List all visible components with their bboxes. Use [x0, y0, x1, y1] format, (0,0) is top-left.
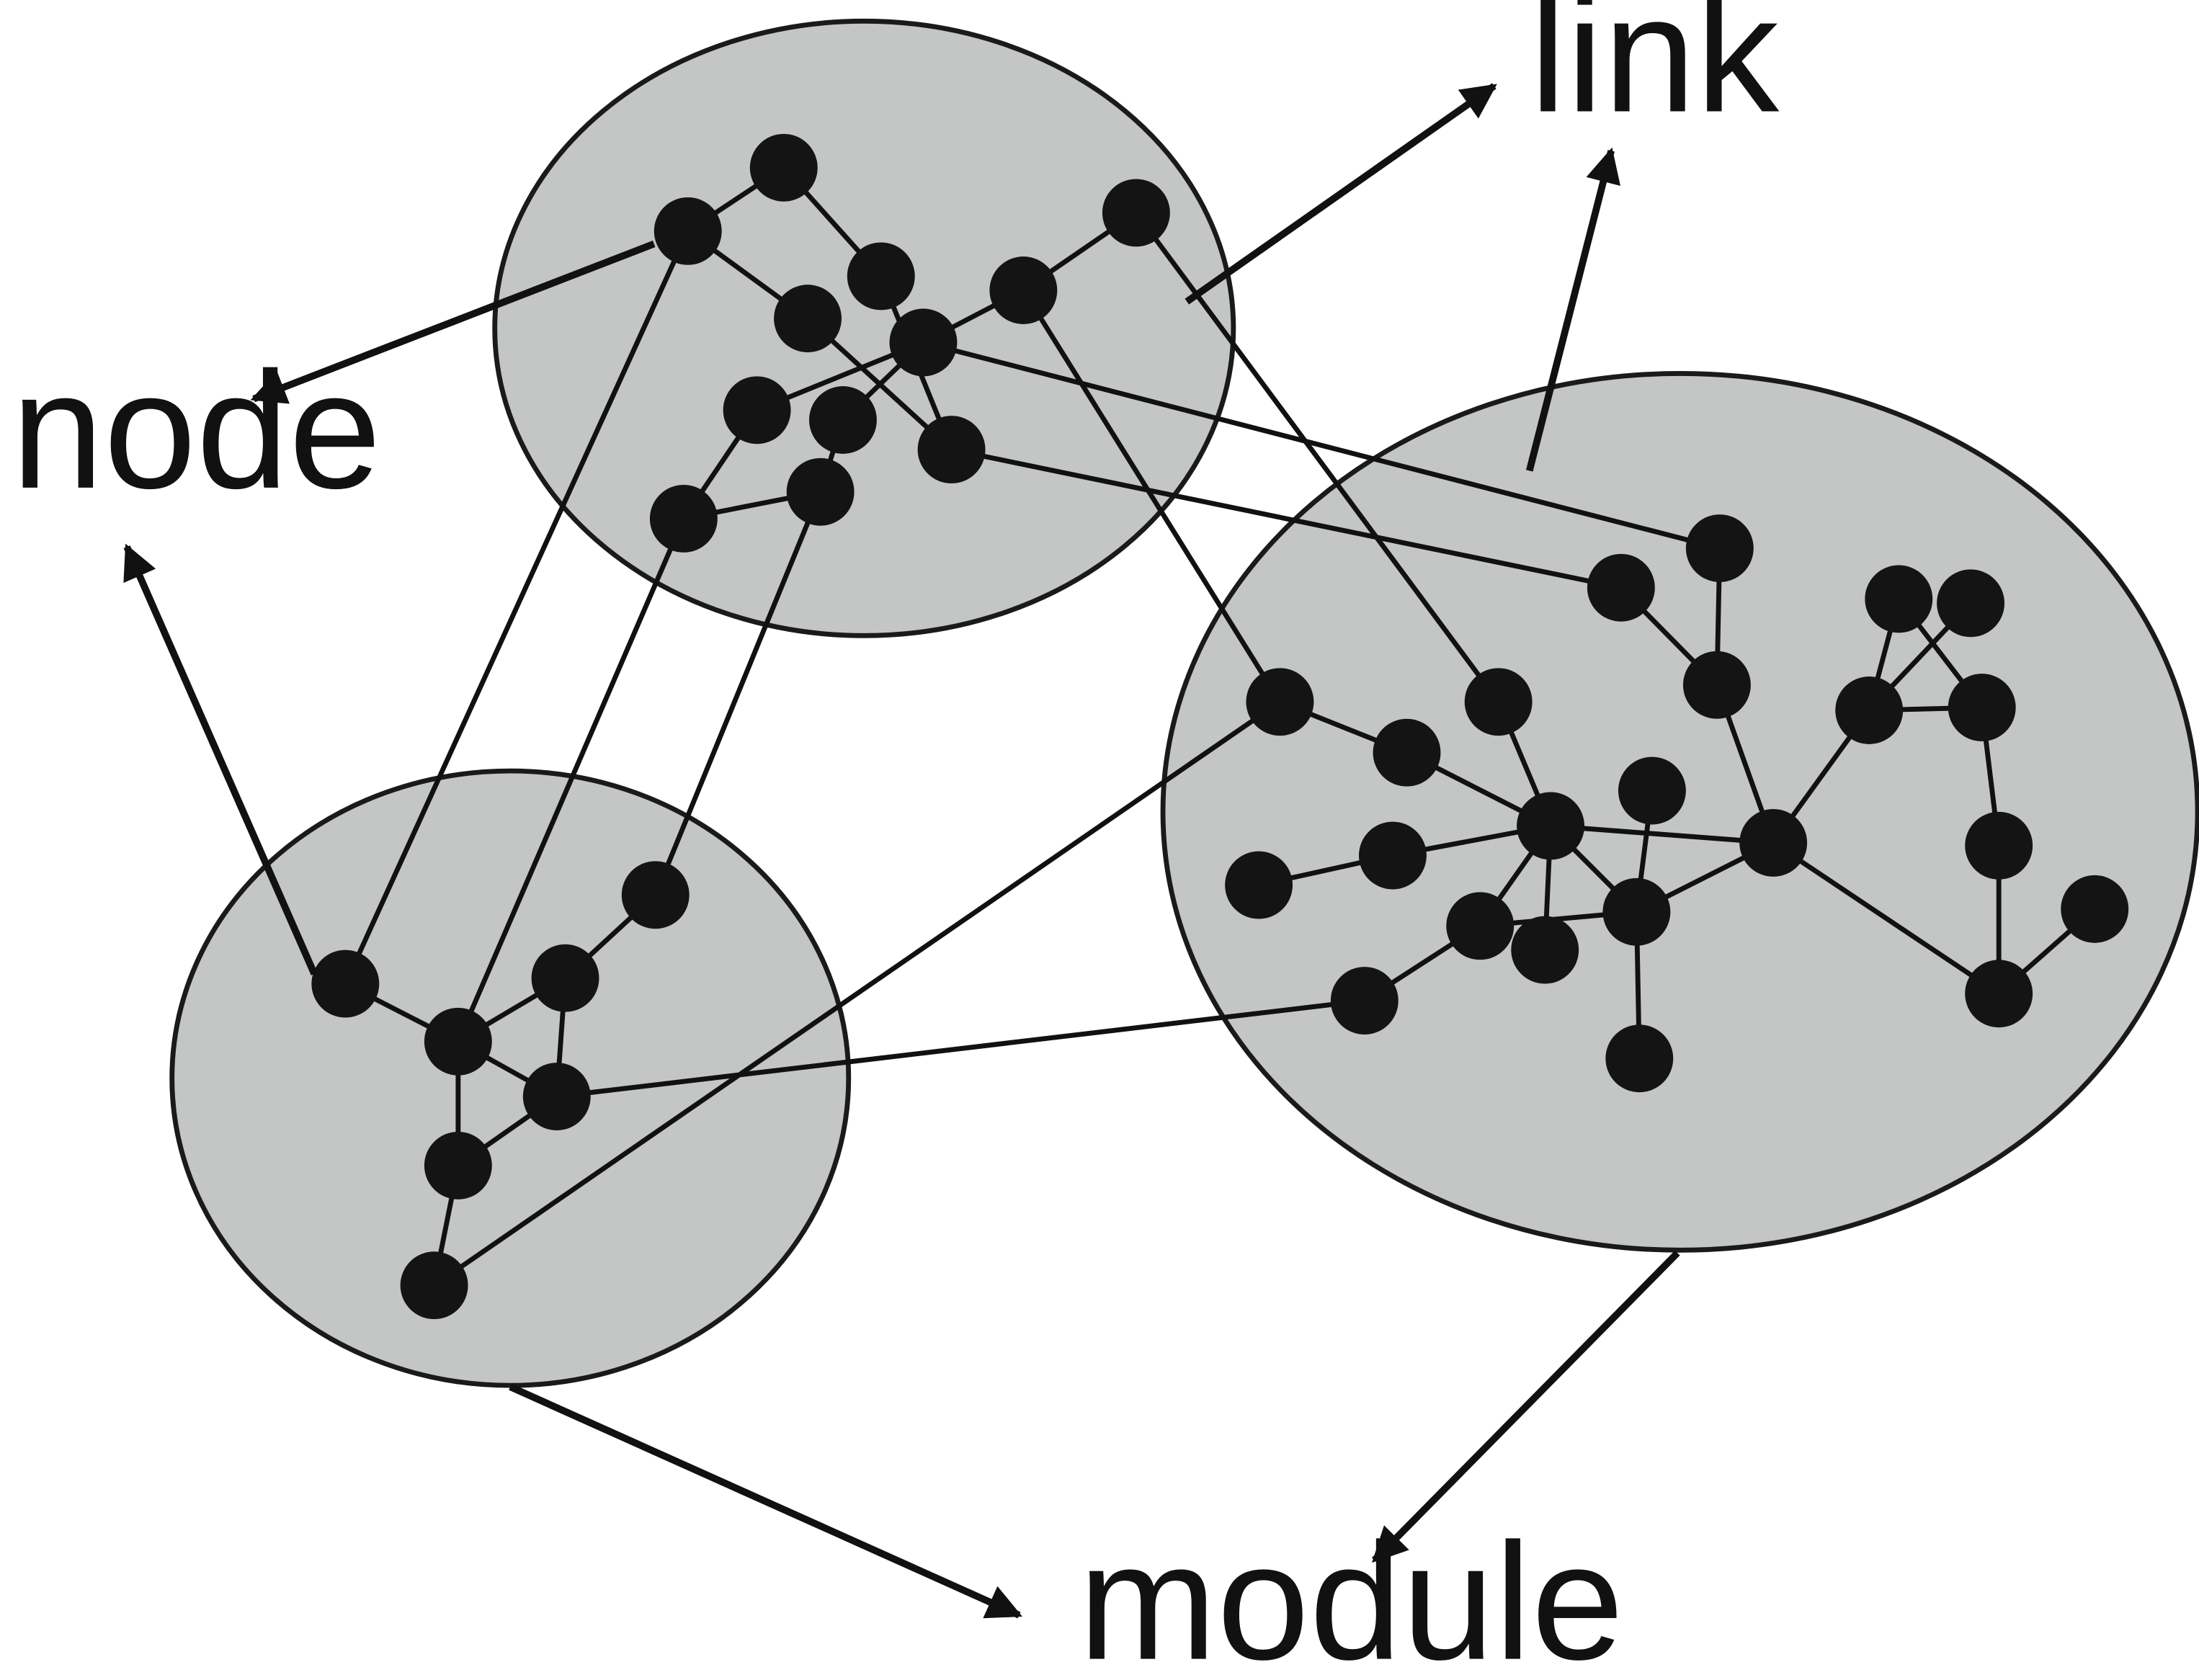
node	[1517, 792, 1585, 860]
annotation-arrows	[123, 83, 1680, 1619]
node	[1739, 808, 1808, 877]
node	[1965, 811, 2033, 880]
module-pointer-arrow	[1372, 1250, 1680, 1563]
node	[1602, 877, 1671, 946]
node	[621, 861, 690, 929]
node	[424, 1007, 492, 1076]
node	[723, 376, 791, 444]
node	[649, 484, 718, 553]
node	[989, 256, 1058, 324]
node	[654, 197, 722, 265]
node	[889, 308, 958, 377]
node	[311, 950, 380, 1018]
link	[950, 447, 1622, 591]
node	[774, 285, 842, 353]
node	[1358, 821, 1427, 890]
link	[922, 340, 1721, 551]
node	[1605, 1024, 1674, 1093]
node	[1464, 668, 1533, 736]
node	[2061, 875, 2129, 943]
node	[522, 1063, 591, 1131]
node	[847, 242, 915, 310]
node	[400, 1251, 468, 1320]
link	[1021, 289, 1283, 704]
node	[1446, 892, 1515, 960]
link	[556, 998, 1365, 1099]
link-pointer-arrow	[1185, 83, 1497, 305]
link	[432, 700, 1282, 1288]
node	[1948, 674, 2016, 742]
module-right	[1160, 371, 2199, 1253]
link	[1550, 823, 1774, 846]
module-pointer-arrow	[509, 1383, 1022, 1619]
link-pointer-arrow	[1525, 147, 1620, 472]
node	[1937, 569, 2005, 638]
node	[749, 133, 818, 202]
node	[1865, 565, 1933, 633]
node	[1246, 668, 1314, 736]
node	[1835, 676, 1904, 744]
node	[1587, 553, 1655, 622]
node	[917, 416, 986, 484]
node	[1373, 718, 1441, 787]
node	[786, 457, 855, 526]
node	[1511, 916, 1579, 984]
node	[1685, 514, 1754, 582]
module-top	[492, 18, 1236, 638]
node	[1330, 967, 1399, 1035]
module-left	[169, 768, 852, 1388]
node	[1682, 651, 1751, 719]
node-pointer-arrow	[250, 240, 656, 404]
link-label: link	[1530, 0, 1780, 147]
node-pointer-arrow	[123, 543, 318, 975]
link	[455, 517, 687, 1043]
module-label: module	[1079, 1509, 1624, 1680]
node	[808, 386, 877, 454]
node	[1965, 960, 2033, 1028]
link	[653, 491, 823, 896]
node	[1618, 756, 1686, 825]
node	[1102, 179, 1170, 247]
node	[424, 1131, 492, 1199]
node	[531, 944, 599, 1012]
link	[343, 230, 690, 985]
node	[1225, 851, 1293, 919]
node-label: node	[12, 337, 382, 523]
nodes	[311, 133, 2129, 1320]
link	[1772, 841, 2001, 996]
